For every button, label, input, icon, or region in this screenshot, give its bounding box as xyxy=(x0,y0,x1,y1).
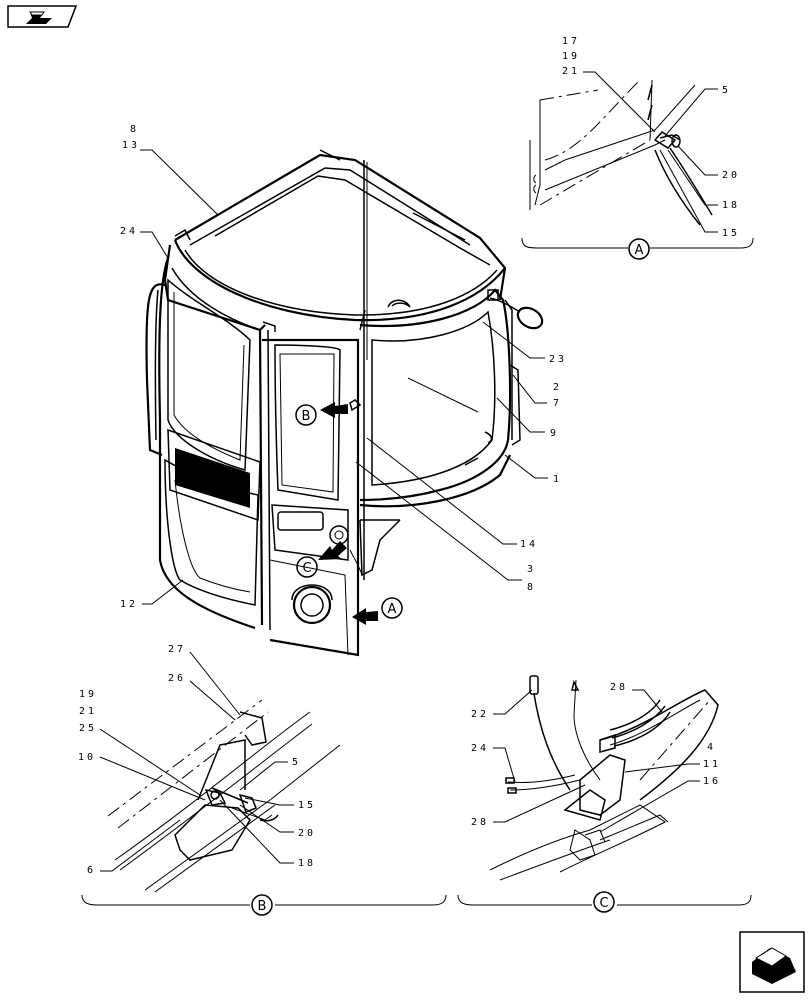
detail-view-b: 27 26 19 21 25 10 5 15 20 18 6 B xyxy=(78,644,447,916)
view-arrow-b: B xyxy=(295,402,348,426)
view-marker-label: B xyxy=(302,409,311,424)
part-number-label: 5 xyxy=(722,85,731,96)
part-number-label: 3 xyxy=(527,564,536,575)
part-number-label: 19 xyxy=(79,689,97,700)
part-number-label: 24 xyxy=(471,743,489,754)
cab-assembly-drawing xyxy=(145,149,544,657)
view-marker-label: C xyxy=(599,896,608,911)
part-number-label: 22 xyxy=(471,709,489,720)
part-number-label: 26 xyxy=(168,673,186,684)
detail-view-a: 17 19 21 5 20 18 15 A xyxy=(521,36,754,260)
part-number-label: 8 xyxy=(527,582,536,593)
part-number-label: 8 xyxy=(130,124,139,135)
part-number-label: 4 xyxy=(707,742,716,753)
part-number-label: 18 xyxy=(298,858,316,869)
part-number-label: 17 xyxy=(562,36,580,47)
next-page-icon[interactable] xyxy=(739,931,805,993)
part-number-label: 6 xyxy=(87,865,96,876)
view-arrow-c: C xyxy=(296,541,347,578)
view-arrow-a: A xyxy=(352,597,403,625)
part-number-label: 12 xyxy=(120,599,138,610)
detail-view-c: 28 22 24 4 11 16 28 C xyxy=(457,675,752,913)
view-marker-label: A xyxy=(388,602,397,617)
part-number-label: 1 xyxy=(553,474,562,485)
part-number-label: 15 xyxy=(722,228,740,239)
part-number-label: 10 xyxy=(78,752,96,763)
part-number-label: 21 xyxy=(79,706,97,717)
part-number-label: 20 xyxy=(298,828,316,839)
part-number-label: 21 xyxy=(562,66,580,77)
view-marker-label: B xyxy=(258,899,267,914)
part-number-label: 15 xyxy=(298,800,316,811)
view-marker-label: C xyxy=(302,561,311,576)
part-number-label: 28 xyxy=(471,817,489,828)
part-number-label: 2 xyxy=(553,382,562,393)
prev-page-icon[interactable] xyxy=(7,5,78,28)
main-callouts: 8 13 24 23 2 7 9 1 14 3 8 12 xyxy=(120,124,567,610)
part-number-label: 9 xyxy=(550,428,559,439)
part-number-label: 25 xyxy=(79,723,97,734)
part-number-label: 11 xyxy=(703,759,721,770)
part-number-label: 5 xyxy=(292,757,301,768)
part-number-label: 27 xyxy=(168,644,186,655)
part-number-label: 19 xyxy=(562,51,580,62)
part-number-label: 7 xyxy=(553,398,562,409)
part-number-label: 14 xyxy=(520,539,538,550)
part-number-label: 16 xyxy=(703,776,721,787)
view-marker-label: A xyxy=(635,243,644,258)
part-number-label: 28 xyxy=(610,682,628,693)
part-number-label: 23 xyxy=(549,354,567,365)
part-number-label: 13 xyxy=(122,140,140,151)
part-number-label: 20 xyxy=(722,170,740,181)
part-number-label: 18 xyxy=(722,200,740,211)
part-number-label: 24 xyxy=(120,226,138,237)
